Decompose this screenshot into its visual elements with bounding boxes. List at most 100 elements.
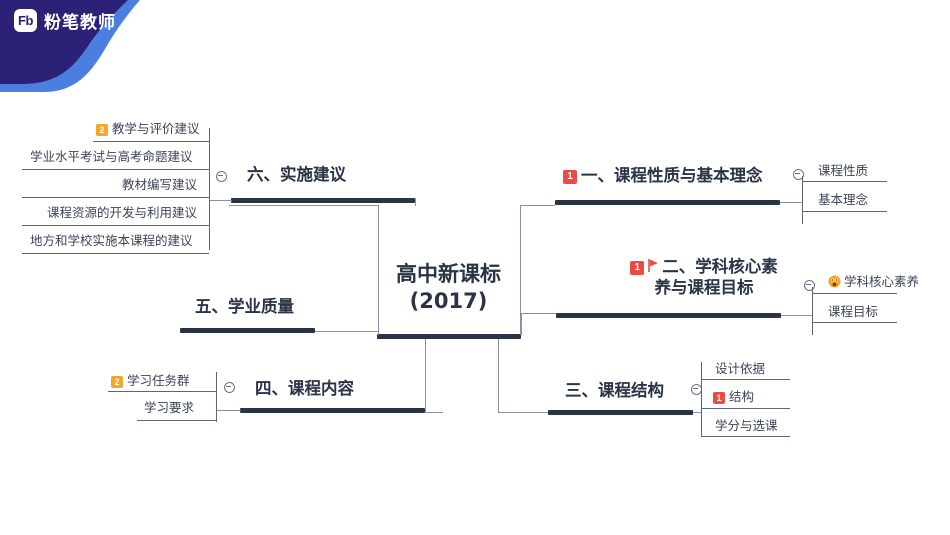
branch-2-child-spine [812,287,813,335]
branch-5-underline [180,328,315,333]
connector-to-branch5 [310,331,378,332]
child-4-2-underline [137,420,216,421]
logo-text: 粉笔教师 [44,12,116,33]
child-node-2-2[interactable]: 课程目标 [828,304,878,319]
branch-6-child-stem [209,200,232,201]
child-4-1-underline [108,391,216,392]
branch-label-5: 五、学业质量 [195,297,294,316]
branch-2-child-stem [781,315,812,316]
child-3-1-underline [701,379,790,380]
badge-priority-1: 1 [563,169,577,184]
badge-priority-2: 2 [96,123,108,136]
branch-label-1: 一、课程性质与基本理念 [581,166,763,185]
branch-6-root-riser [415,198,416,206]
branch-4-child-spine [216,372,217,422]
root-node[interactable]: 高中新课标 (2017) [377,261,520,315]
connector-to-branch3 [498,412,548,413]
branch-1-child-stem [780,202,802,203]
child-label-4-2: 学习要求 [144,400,195,415]
collapse-toggle-1[interactable] [793,169,804,180]
child-2-1-underline [812,293,897,294]
child-label-1-2: 基本理念 [818,192,869,207]
child-node-6-2[interactable]: 学业水平考试与高考命题建议 [30,149,193,164]
branch-1-child-spine [802,176,803,224]
root-connector-up-left [378,205,379,335]
child-6-5-underline [22,253,209,254]
root-connector-down-left [425,339,426,412]
collapse-toggle-6[interactable] [216,171,227,182]
branch-3-underline [548,410,693,415]
branch-4-underline [240,408,425,413]
collapse-toggle-4[interactable] [224,382,235,393]
badge-priority-2: 2 [111,375,123,388]
child-label-6-3: 教材编写建议 [122,177,198,192]
branch-1-underline [555,200,780,205]
child-node-6-5[interactable]: 地方和学校实施本课程的建议 [30,233,193,248]
branch-4-child-stem [216,410,241,411]
child-node-1-1[interactable]: 课程性质 [818,163,868,178]
connector-to-branch2-h [521,313,556,314]
badge-priority-1: 1 [713,391,725,404]
branch-label-3: 三、课程结构 [565,381,664,400]
root-underline [377,334,521,339]
branch-3-child-spine [701,362,702,436]
child-label-1-1: 课程性质 [818,163,869,178]
branch-6-underline [231,198,415,203]
root-connector-up-right [520,205,521,335]
header-banner: Fb 粉笔教师 [0,0,950,92]
branch-node-3[interactable]: 三、课程结构 [565,381,664,401]
child-label-3-3: 学分与选课 [715,418,778,433]
branch-3-child-stem [693,412,701,413]
child-label-6-5: 地方和学校实施本课程的建议 [30,233,193,248]
child-label-6-2: 学业水平考试与高考命题建议 [30,149,193,164]
badge-priority-1: 1 [630,260,645,275]
branch-label-2-line2: 养与课程目标 [654,277,754,297]
root-title-line2: (2017) [409,288,488,313]
child-node-2-1[interactable]: 学科核心素养 [828,274,919,291]
branch-node-4[interactable]: 四、课程内容 [255,379,354,399]
flag-icon [648,257,659,277]
child-1-2-underline [802,211,887,212]
branch-label-6: 六、实施建议 [247,165,346,184]
child-label-4-1: 学习任务群 [127,373,190,388]
child-3-2-underline [701,408,790,409]
child-node-6-3[interactable]: 教材编写建议 [122,177,197,192]
child-6-4-underline [22,225,209,226]
child-node-3-2[interactable]: 1 结构 [713,389,754,404]
child-label-3-2: 结构 [729,389,755,404]
branch-2-underline [556,313,781,318]
child-label-2-2: 课程目标 [828,304,879,319]
connector-to-branch4 [425,412,443,413]
child-node-4-2[interactable]: 学习要求 [144,400,194,415]
child-node-3-3[interactable]: 学分与选课 [715,418,778,433]
logo: Fb 粉笔教师 [14,6,116,34]
collapse-toggle-2[interactable] [804,280,815,291]
child-label-3-1: 设计依据 [715,361,766,376]
child-label-2-1: 学科核心素养 [844,274,920,289]
child-2-2-underline [812,322,897,323]
branch-label-2-line1: 二、学科核心素 [662,257,778,276]
child-label-6-1: 教学与评价建议 [112,121,200,136]
scared-face-emoji-icon [828,275,841,291]
connector-to-branch6 [229,205,379,206]
child-6-3-underline [22,197,209,198]
branch-node-5[interactable]: 五、学业质量 [195,297,294,317]
child-3-3-underline [701,436,790,437]
child-node-3-1[interactable]: 设计依据 [715,361,765,376]
connector-to-branch1 [520,205,555,206]
child-node-1-2[interactable]: 基本理念 [818,192,868,207]
connector-to-branch2-v [521,313,522,335]
child-node-6-4[interactable]: 课程资源的开发与利用建议 [47,205,197,220]
branch-node-2[interactable]: 1 二、学科核心素养与课程目标 [624,257,784,298]
child-node-4-1[interactable]: 2 学习任务群 [111,373,190,388]
child-6-1-underline [93,141,209,142]
child-1-1-underline [802,181,887,182]
branch-node-1[interactable]: 1 一、课程性质与基本理念 [563,166,763,186]
child-label-6-4: 课程资源的开发与利用建议 [47,205,198,220]
branch-node-6[interactable]: 六、实施建议 [247,165,346,185]
fb-logo-icon: Fb [14,8,37,32]
child-node-6-1[interactable]: 2 教学与评价建议 [96,121,200,136]
banner-accent-shape [0,0,140,92]
root-title-line1: 高中新课标 [396,262,501,286]
